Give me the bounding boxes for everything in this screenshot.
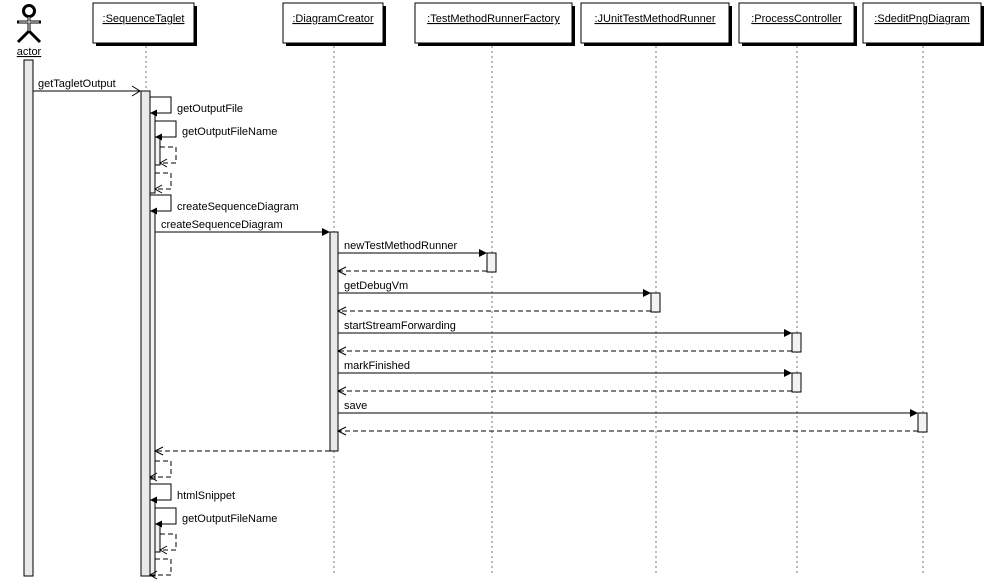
object-box-test-method-runner-factory: :TestMethodRunnerFactory — [414, 2, 575, 46]
message-get-debug-vm: getDebugVm — [338, 280, 651, 297]
object-label-sdedit-png-diagram: :SdeditPngDiagram — [874, 13, 969, 25]
return-create-sequence-diagram-call — [153, 446, 330, 456]
svg-text:createSequenceDiagram: createSequenceDiagram — [161, 219, 283, 231]
activation-get-output-file-name-2 — [154, 523, 161, 553]
svg-text:getOutputFileName: getOutputFileName — [182, 513, 277, 525]
object-box-diagram-creator: :DiagramCreator — [282, 2, 386, 46]
svg-text:newTestMethodRunner: newTestMethodRunner — [344, 240, 457, 252]
activation-junit-test-method-runner — [650, 292, 661, 313]
return-get-output-file-name-2 — [158, 533, 177, 555]
activation-sdedit-png-diagram — [917, 412, 928, 433]
activation-get-output-file-name-1 — [154, 136, 161, 166]
return-html-snippet — [148, 558, 172, 580]
return-create-sequence-diagram-self — [148, 460, 172, 482]
activation-diagram-creator — [329, 231, 339, 452]
svg-text:createSequenceDiagram: createSequenceDiagram — [177, 201, 299, 213]
object-label-process-controller: :ProcessController — [751, 13, 842, 25]
message-get-output-file-name-1: getOutputFileName — [155, 120, 277, 141]
object-label-junit-test-method-runner: :JUnitTestMethodRunner — [594, 13, 715, 25]
activation-actor — [23, 59, 34, 577]
return-get-output-file — [153, 172, 172, 194]
message-mark-finished: markFinished — [338, 360, 792, 377]
svg-text:save: save — [344, 400, 367, 412]
object-label-diagram-creator: :DiagramCreator — [292, 13, 374, 25]
svg-text:markFinished: markFinished — [344, 360, 410, 372]
object-label-test-method-runner-factory: :TestMethodRunnerFactory — [427, 13, 560, 25]
return-get-output-file-name-1 — [158, 146, 177, 168]
activation-test-method-runner-factory — [486, 252, 497, 273]
activation-sequence-taglet — [140, 90, 151, 577]
message-get-output-file: getOutputFile — [150, 96, 243, 117]
message-get-taglet-output: getTagletOutput — [33, 78, 141, 97]
return-start-stream-forwarding — [336, 346, 792, 356]
object-box-process-controller: :ProcessController — [738, 2, 857, 46]
return-mark-finished — [336, 386, 792, 396]
message-new-test-method-runner: newTestMethodRunner — [338, 240, 487, 257]
svg-text:getDebugVm: getDebugVm — [344, 280, 408, 292]
message-create-sequence-diagram-call: createSequenceDiagram — [155, 219, 330, 236]
activation-create-sequence-diagram — [149, 210, 156, 480]
svg-text:getTagletOutput: getTagletOutput — [38, 78, 116, 90]
activation-html-snippet — [149, 499, 156, 577]
return-save — [336, 426, 918, 436]
svg-text:getOutputFileName: getOutputFileName — [182, 126, 277, 138]
message-html-snippet: htmlSnippet — [150, 483, 235, 504]
activation-process-controller-2 — [791, 372, 802, 393]
object-box-junit-test-method-runner: :JUnitTestMethodRunner — [580, 2, 732, 46]
actor-icon — [16, 4, 42, 44]
message-save: save — [338, 400, 918, 417]
svg-text:htmlSnippet: htmlSnippet — [177, 490, 235, 502]
object-box-sdedit-png-diagram: :SdeditPngDiagram — [862, 2, 984, 46]
activation-process-controller-1 — [791, 332, 802, 353]
return-get-debug-vm — [336, 306, 651, 316]
svg-text:getOutputFile: getOutputFile — [177, 103, 243, 115]
svg-text:startStreamForwarding: startStreamForwarding — [344, 320, 456, 332]
message-create-sequence-diagram-self: createSequenceDiagram — [150, 194, 299, 215]
object-label-sequence-taglet: :SequenceTaglet — [103, 13, 185, 25]
message-start-stream-forwarding: startStreamForwarding — [338, 320, 792, 337]
message-get-output-file-name-2: getOutputFileName — [155, 507, 277, 528]
actor-label: actor — [17, 46, 42, 58]
activation-get-output-file — [149, 112, 156, 194]
return-new-test-method-runner — [336, 266, 487, 276]
object-box-sequence-taglet: :SequenceTaglet — [92, 2, 197, 46]
